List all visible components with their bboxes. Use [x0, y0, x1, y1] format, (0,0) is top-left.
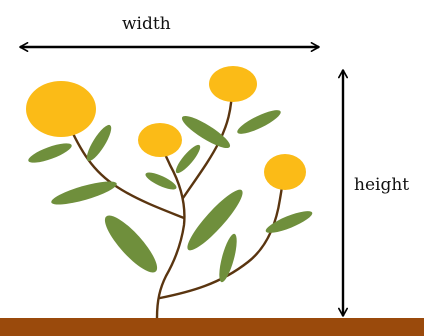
ground	[0, 318, 424, 336]
flower-top	[209, 66, 257, 102]
plant-flowers	[26, 66, 306, 190]
flower-large	[26, 81, 96, 137]
width-label: width	[122, 14, 171, 34]
flower-center	[138, 123, 182, 157]
height-label: height	[354, 175, 409, 195]
flower-right	[264, 154, 306, 190]
